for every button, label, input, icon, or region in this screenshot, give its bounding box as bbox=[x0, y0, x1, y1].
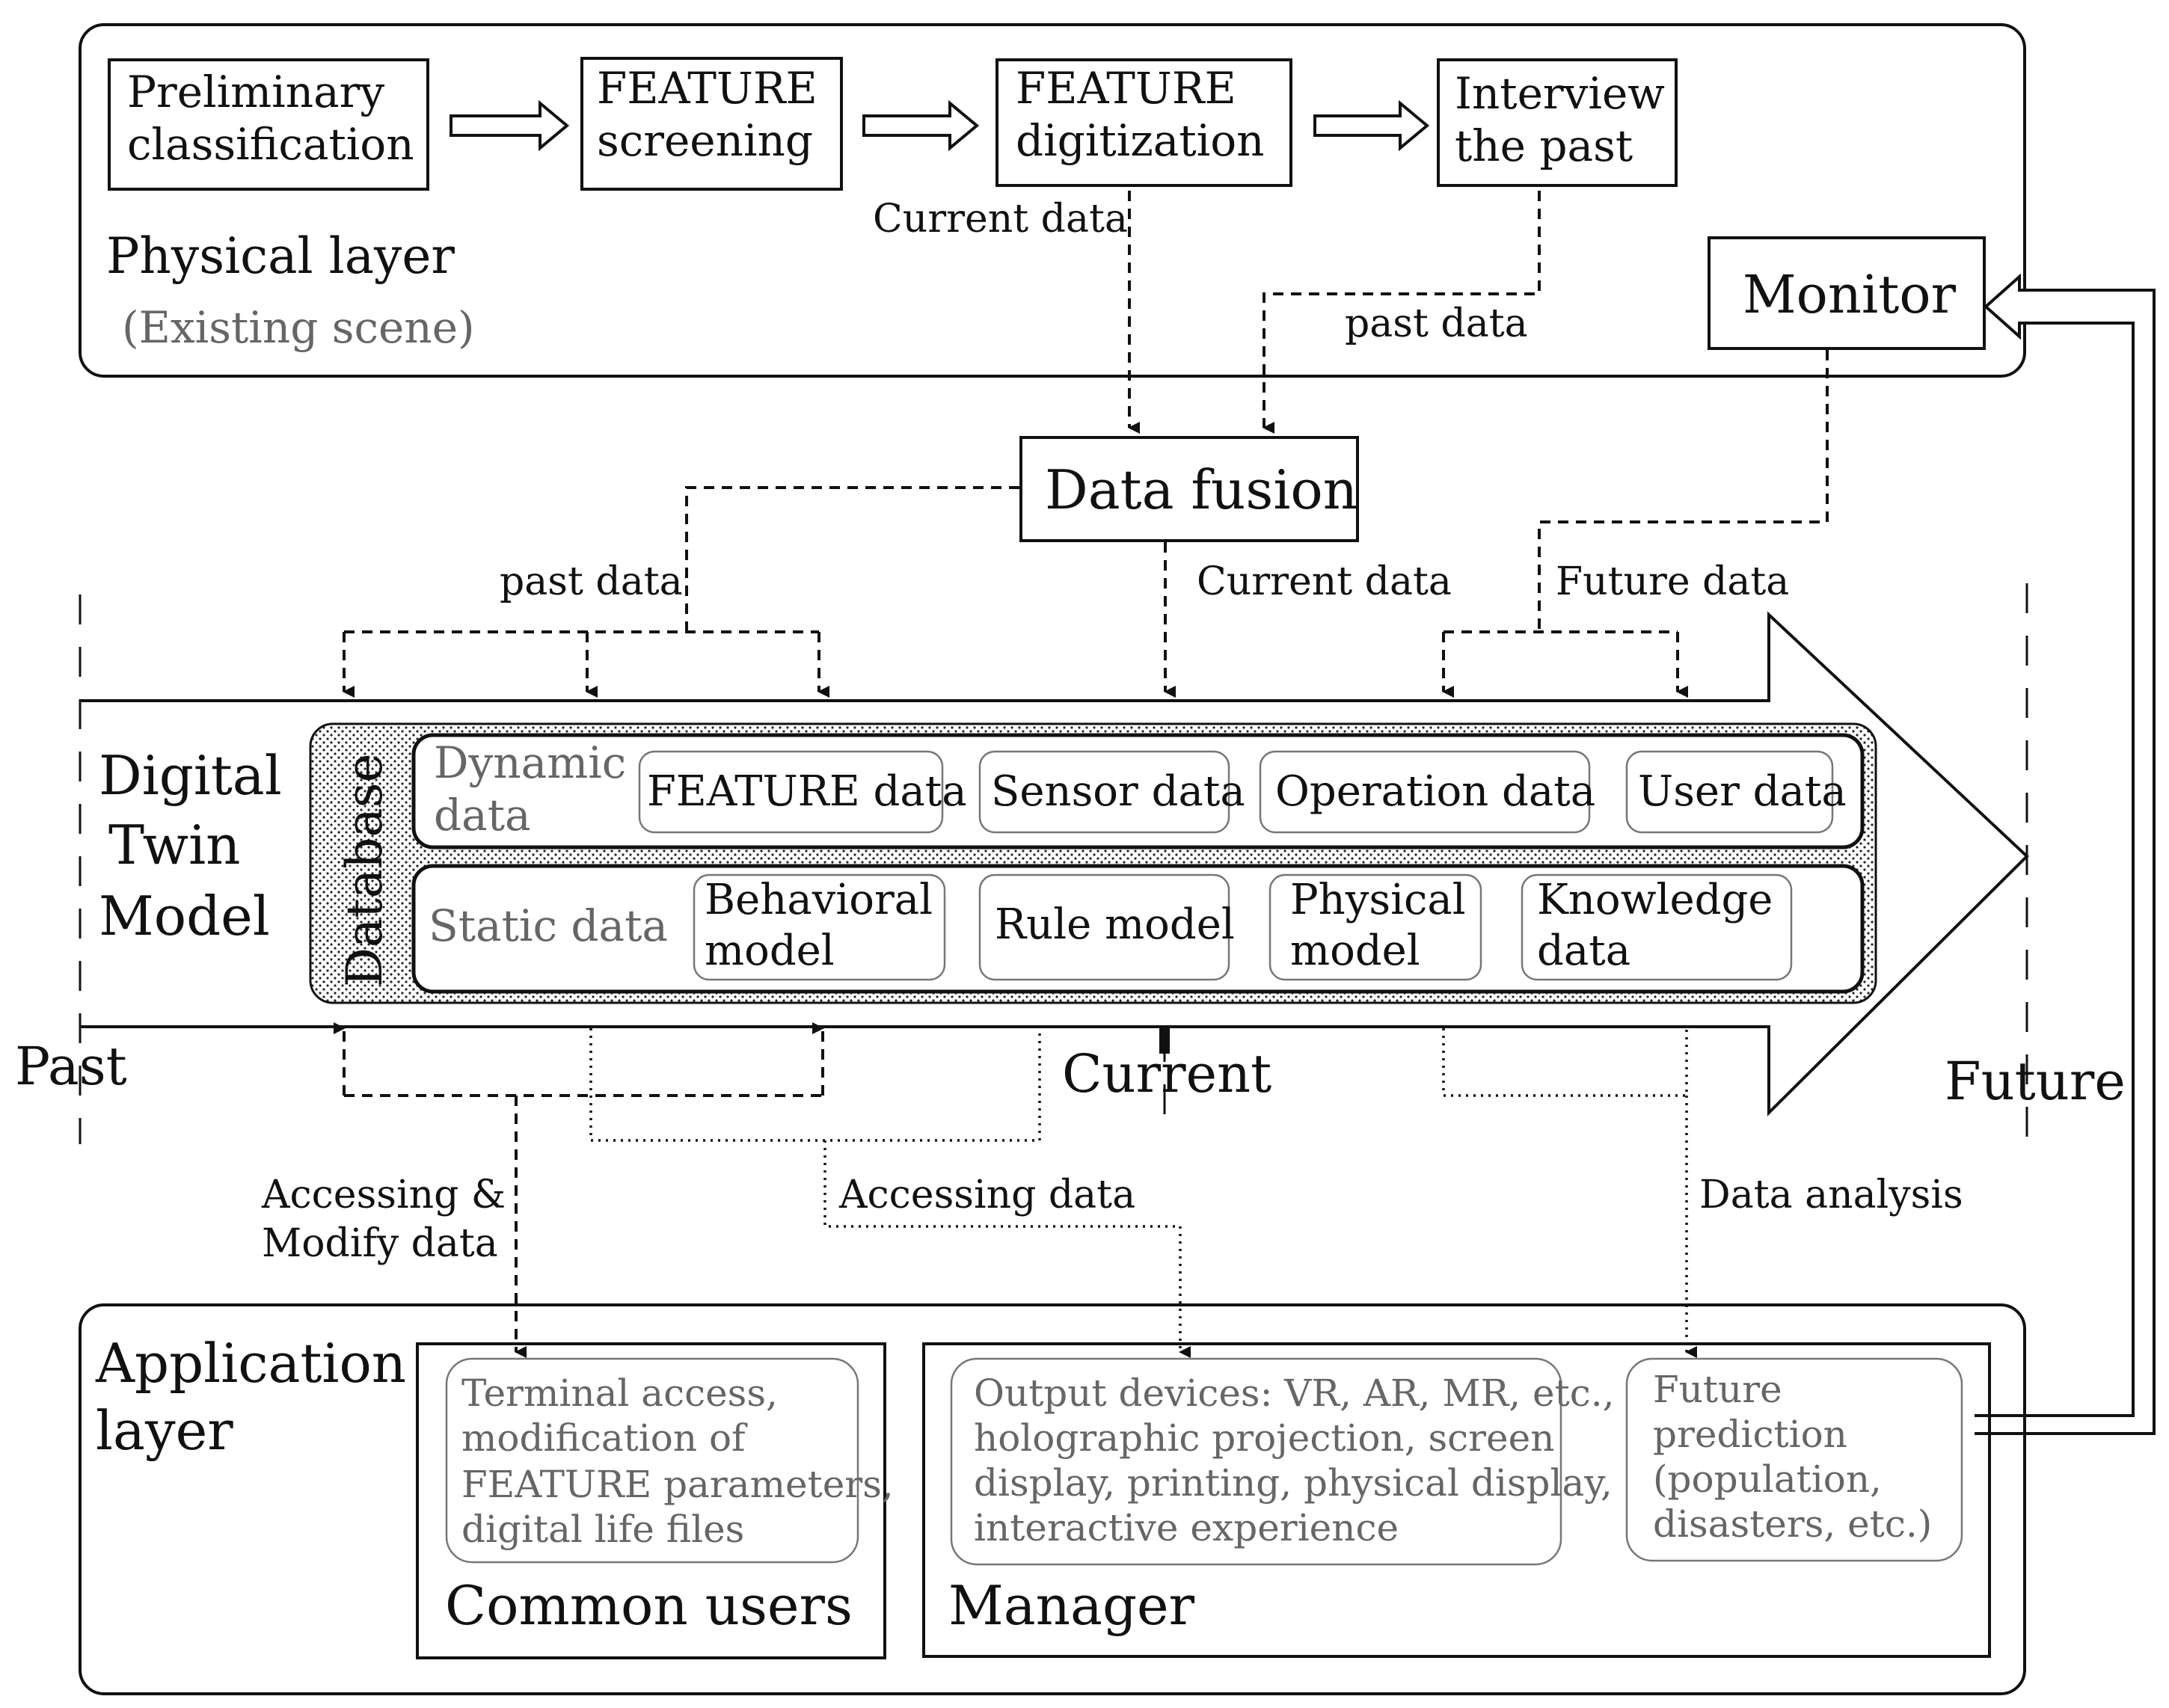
past-data-label: past data bbox=[500, 559, 683, 604]
flow-accessing-data-bus bbox=[589, 1028, 1041, 1142]
future-line-1: Future bbox=[1653, 1368, 1782, 1411]
static-item-behavioral-model: Behavioral model bbox=[693, 873, 946, 981]
manager-output-line-2: holographic projection, screen bbox=[974, 1416, 1554, 1460]
future-data-label: Future data bbox=[1556, 559, 1789, 604]
accessing-modify-label-1: Accessing & bbox=[261, 1173, 506, 1217]
step-3-line2: digitization bbox=[1016, 115, 1264, 166]
manager-output-line-4: interactive experience bbox=[974, 1506, 1399, 1549]
monitor-box: Monitor bbox=[1708, 236, 1986, 350]
dtm-title-line2: Twin bbox=[108, 814, 240, 876]
static-item-knowledge-data: Knowledge data bbox=[1521, 873, 1793, 981]
manager-output-box bbox=[950, 1357, 1562, 1566]
flow-past-to-fusion bbox=[1263, 191, 1541, 434]
dtm-title-line3: Model bbox=[99, 885, 270, 947]
current-marker-tick bbox=[1159, 1027, 1170, 1054]
physical-layer-title: Physical layer bbox=[106, 227, 455, 285]
common-users-line-4: digital life files bbox=[461, 1508, 744, 1551]
dynamic-item-4-label: User data bbox=[1638, 767, 1847, 816]
step-2-line2: screening bbox=[597, 115, 813, 166]
step-4-line1: Interview bbox=[1455, 68, 1665, 119]
data-fusion-label: Data fusion bbox=[1045, 458, 1357, 521]
future-line-4: disasters, etc.) bbox=[1653, 1502, 1932, 1546]
application-layer-panel bbox=[79, 1303, 2026, 1695]
dynamic-item-sensor-data: Sensor data bbox=[978, 750, 1245, 834]
static-item-1-line1: Behavioral bbox=[705, 876, 933, 924]
data-analysis-label: Data analysis bbox=[1699, 1173, 1963, 1217]
step-feature-digitization: FEATURE digitization bbox=[995, 58, 1292, 187]
current-data-label: Current data bbox=[1197, 559, 1452, 604]
step-preliminary-classification: Preliminary classification bbox=[108, 58, 429, 191]
step-3-line1: FEATURE bbox=[1016, 63, 1236, 114]
application-layer-title-1: Application bbox=[95, 1332, 406, 1395]
step-4-line2: the past bbox=[1455, 120, 1633, 171]
static-item-physical-model: Physical model bbox=[1268, 873, 1482, 981]
data-fusion-box: Data fusion bbox=[1019, 436, 1359, 542]
static-item-3-line2: model bbox=[1290, 927, 1420, 975]
manager-box bbox=[922, 1342, 1991, 1658]
manager-output-line-1: Output devices: VR, AR, MR, etc., bbox=[974, 1371, 1615, 1415]
static-label: Static data bbox=[429, 900, 668, 951]
step-feature-screening: FEATURE screening bbox=[580, 57, 843, 191]
accessing-modify-label-2: Modify data bbox=[262, 1221, 498, 1266]
timeline-current-label: Current bbox=[1062, 1043, 1271, 1105]
manager-future-box bbox=[1625, 1357, 1963, 1562]
dynamic-item-2-label: Sensor data bbox=[991, 767, 1245, 816]
step-interview-the-past: Interview the past bbox=[1437, 58, 1678, 187]
hollow-arrow-2 bbox=[862, 99, 980, 152]
common-users-line-2: modification of bbox=[461, 1416, 748, 1460]
flow-accessing-data-down bbox=[823, 1140, 1191, 1358]
hollow-arrow-3 bbox=[1313, 99, 1430, 152]
manager-output-line-3: display, printing, physical display, bbox=[974, 1461, 1613, 1505]
common-users-box bbox=[416, 1342, 886, 1659]
database-label: Database bbox=[336, 753, 393, 987]
common-users-info-box bbox=[445, 1357, 859, 1564]
flow-data-analysis-bus bbox=[1442, 1028, 1688, 1097]
dynamic-item-feature-data: FEATURE data bbox=[638, 750, 967, 834]
static-item-rule-model: Rule model bbox=[978, 873, 1235, 981]
accessing-data-label: Accessing data bbox=[838, 1173, 1135, 1217]
physical-layer-subtitle: (Existing scene) bbox=[122, 302, 475, 353]
static-item-4-line2: data bbox=[1537, 927, 1630, 975]
feedback-loop-arrow bbox=[1975, 273, 2156, 1435]
static-item-4-line1: Knowledge bbox=[1537, 876, 1773, 924]
step-2-line1: FEATURE bbox=[597, 63, 817, 114]
manager-title: Manager bbox=[948, 1574, 1195, 1637]
common-users-line-3: FEATURE parameters, bbox=[461, 1463, 894, 1506]
common-users-title: Common users bbox=[445, 1574, 853, 1637]
timeline-past-label: Past bbox=[15, 1036, 127, 1097]
monitor-label: Monitor bbox=[1743, 264, 1957, 325]
static-item-2-line1: Rule model bbox=[995, 900, 1235, 949]
common-users-line-1: Terminal access, bbox=[461, 1371, 778, 1415]
dtm-title-line1: Digital bbox=[99, 744, 282, 807]
dynamic-item-3-label: Operation data bbox=[1275, 767, 1595, 816]
physical-layer-panel bbox=[79, 23, 2026, 378]
dynamic-label-line2: data bbox=[434, 790, 531, 841]
application-layer-title-2: layer bbox=[96, 1399, 233, 1462]
dynamic-label-line1: Dynamic bbox=[434, 737, 626, 788]
step-1-line2: classification bbox=[127, 119, 414, 170]
future-line-2: prediction bbox=[1653, 1413, 1847, 1456]
dynamic-item-1-label: FEATURE data bbox=[647, 767, 967, 816]
dynamic-item-operation-data: Operation data bbox=[1259, 750, 1595, 834]
hollow-arrow-1 bbox=[450, 99, 570, 152]
flow-fusion-past bbox=[685, 486, 1019, 632]
step-1-line1: Preliminary bbox=[127, 67, 384, 117]
static-item-3-line1: Physical bbox=[1290, 876, 1466, 924]
dynamic-item-user-data: User data bbox=[1625, 750, 1847, 834]
current-data-top-label: Current data bbox=[873, 197, 1128, 242]
past-data-top-label: past data bbox=[1345, 301, 1528, 346]
static-item-1-line2: model bbox=[705, 927, 835, 975]
timeline-future-label: Future bbox=[1945, 1051, 2126, 1112]
future-line-3: (population, bbox=[1653, 1457, 1882, 1501]
